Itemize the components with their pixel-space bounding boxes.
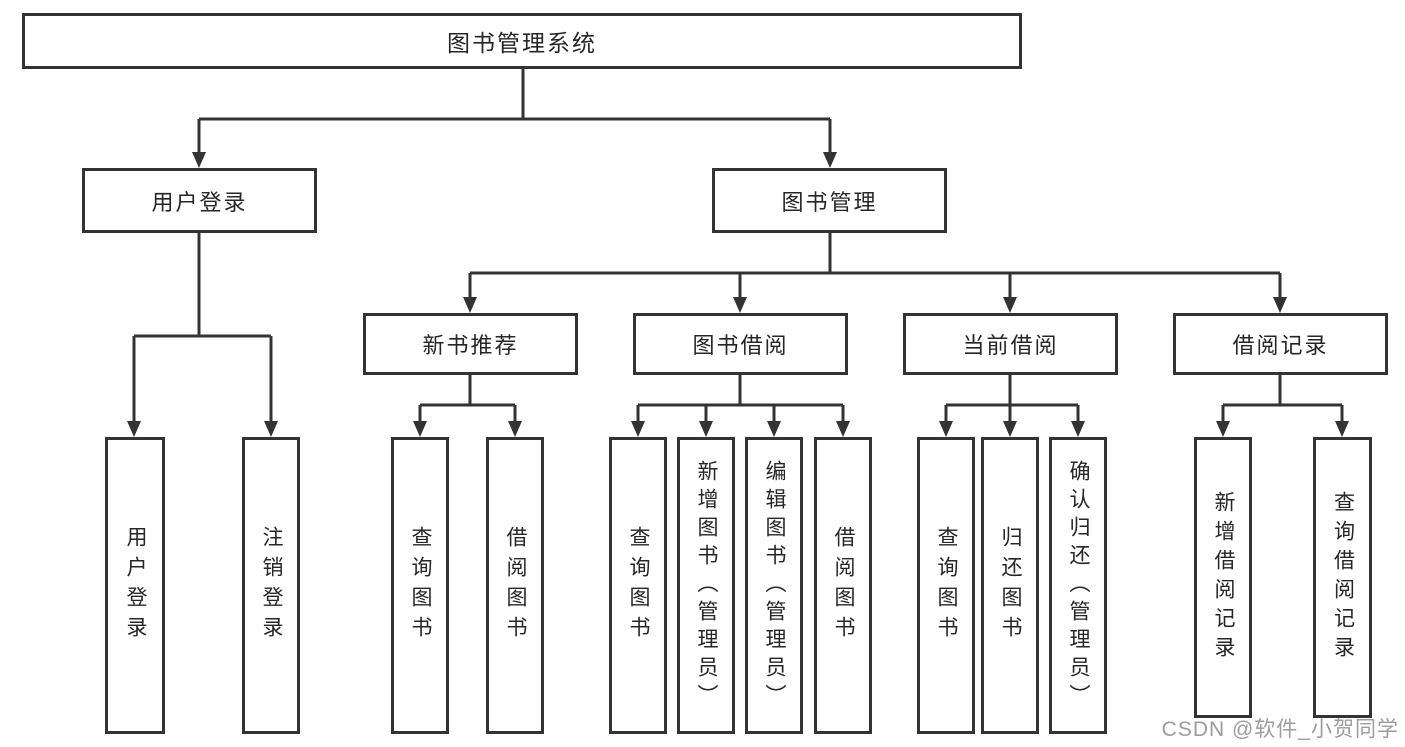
leaf-borrowing-edit-books-admin: 编辑图书（管理员） <box>745 437 803 734</box>
leaf-newbook-borrow-books: 借阅图书 <box>486 437 544 734</box>
arrowhead-icon <box>767 421 781 437</box>
arrowhead-icon <box>699 421 713 437</box>
node-new-book-recommend: 新书推荐 <box>363 313 578 375</box>
arrowhead-icon <box>733 297 747 313</box>
arrowhead-icon <box>836 421 850 437</box>
node-book-borrowing: 图书借阅 <box>633 313 848 375</box>
arrowhead-icon <box>1216 421 1230 437</box>
arrowhead-icon <box>264 421 278 437</box>
arrowhead-icon <box>631 421 645 437</box>
connector-new-book-children <box>418 375 517 422</box>
watermark-csdn: CSDN @软件_小贺同学 <box>1161 718 1399 741</box>
node-book-management: 图书管理 <box>712 168 947 233</box>
arrowhead-icon <box>823 152 837 168</box>
connector-borrowing-records-children <box>1221 375 1344 422</box>
leaf-records-query-record: 查询借阅记录 <box>1313 437 1372 718</box>
connector-root-to-level2 <box>197 69 832 153</box>
arrowhead-icon <box>192 152 206 168</box>
leaf-borrowing-borrow-books: 借阅图书 <box>814 437 872 734</box>
node-root: 图书管理系统 <box>22 13 1022 69</box>
arrowhead-icon <box>127 421 141 437</box>
leaf-borrowing-query-books: 查询图书 <box>609 437 667 734</box>
node-current-borrowing: 当前借阅 <box>903 313 1118 375</box>
connector-current-borrowing-children <box>944 375 1080 422</box>
arrowhead-icon <box>463 297 477 313</box>
arrowhead-icon <box>1003 297 1017 313</box>
leaf-borrowing-add-books-admin: 新增图书（管理员） <box>677 437 735 734</box>
connector-user-login-children <box>132 233 273 422</box>
leaf-newbook-query-books: 查询图书 <box>391 437 449 734</box>
arrowhead-icon <box>1003 421 1017 437</box>
leaf-records-add-record: 新增借阅记录 <box>1194 437 1252 718</box>
node-borrowing-records: 借阅记录 <box>1173 313 1388 375</box>
connector-book-borrowing-children <box>636 375 845 422</box>
node-user-login: 用户登录 <box>82 168 317 233</box>
arrowhead-icon <box>1335 421 1349 437</box>
arrowhead-icon <box>1071 421 1085 437</box>
leaf-user-login: 用户登录 <box>105 437 165 734</box>
arrowhead-icon <box>508 421 522 437</box>
arrowhead-icon <box>939 421 953 437</box>
leaf-current-confirm-return-admin: 确认归还（管理员） <box>1049 437 1107 734</box>
arrowhead-icon <box>413 421 427 437</box>
leaf-current-query-books: 查询图书 <box>917 437 975 734</box>
connector-book-management-to-level3 <box>468 233 1282 298</box>
arrowhead-icon <box>1273 297 1287 313</box>
arrowheads <box>127 152 1349 437</box>
leaf-logout: 注销登录 <box>242 437 300 734</box>
leaf-current-return-books: 归还图书 <box>981 437 1039 734</box>
